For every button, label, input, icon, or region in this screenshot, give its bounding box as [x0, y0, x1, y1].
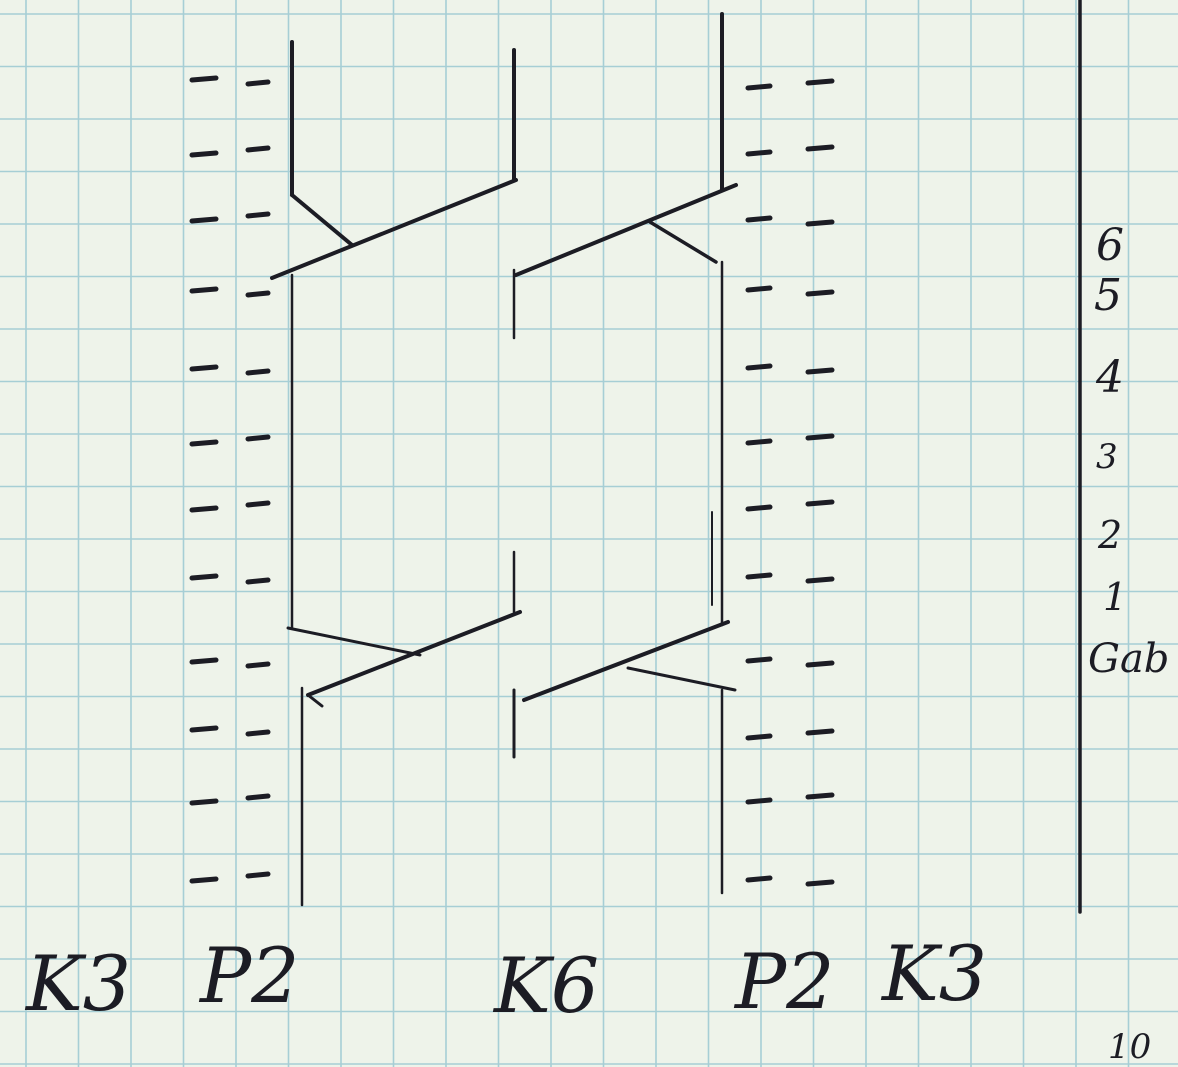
purl-dash — [245, 434, 271, 442]
cable-cross-stroke — [270, 178, 518, 280]
cable-cross-stroke — [522, 620, 730, 702]
purl-dash — [189, 573, 219, 581]
purl-dash — [745, 285, 773, 293]
label-k3-right: K3 — [880, 929, 987, 1018]
purl-dash — [745, 656, 773, 664]
purl-dash — [745, 215, 773, 223]
row-label-1: 1 — [1103, 575, 1127, 619]
purl-dash — [189, 798, 219, 806]
purl-dash — [805, 367, 835, 375]
label-p2-left: P2 — [198, 931, 300, 1020]
row-label-4: 4 — [1095, 352, 1124, 403]
purl-dash — [245, 79, 271, 87]
purl-dash — [245, 211, 271, 219]
purl-dash — [745, 875, 773, 883]
purl-dash — [745, 733, 773, 741]
purl-dash — [245, 368, 271, 376]
cable-chart — [270, 0, 1082, 914]
purl-dash — [245, 500, 271, 508]
label-p2-right: P2 — [733, 937, 835, 1026]
cable-cross-stroke — [648, 220, 718, 264]
purl-dash — [805, 433, 835, 441]
purl-dash — [745, 572, 773, 580]
row-label-2: 2 — [1097, 513, 1122, 557]
purl-dash — [805, 219, 835, 227]
purl-dash — [245, 661, 271, 669]
purl-dash — [245, 871, 271, 879]
purl-dash — [745, 149, 773, 157]
cable-cross-stroke — [306, 693, 324, 708]
label-k3-left: K3 — [24, 939, 131, 1028]
purl-dash — [745, 363, 773, 371]
purl-dash — [245, 290, 271, 298]
purl-dash — [745, 504, 773, 512]
row-label-3: 3 — [1096, 437, 1118, 477]
row-label-5: 5 — [1094, 270, 1122, 321]
purl-dash — [189, 75, 219, 83]
purl-dash — [245, 577, 271, 585]
cable-cross-stroke — [290, 193, 354, 247]
row-label-6: 6 — [1096, 220, 1124, 271]
purl-dash — [189, 364, 219, 372]
purl-dash — [189, 876, 219, 884]
label-k6: K6 — [492, 941, 599, 1030]
purl-dash — [805, 144, 835, 152]
purl-dash — [189, 439, 219, 447]
cable-cross-stroke — [286, 626, 422, 657]
purl-dash — [189, 725, 219, 733]
purl-dash — [189, 286, 219, 294]
purl-dash — [189, 657, 219, 665]
cable-cross-stroke — [306, 610, 522, 697]
purl-dash — [805, 660, 835, 668]
cable-cross-stroke — [514, 183, 738, 277]
purl-dash — [245, 729, 271, 737]
purl-dash — [805, 792, 835, 800]
row-label-gab: Gab — [1088, 636, 1169, 682]
purl-stitch-marks — [189, 75, 835, 887]
purl-dash — [805, 499, 835, 507]
purl-dash — [805, 879, 835, 887]
purl-dash — [745, 438, 773, 446]
purl-dash — [745, 797, 773, 805]
corner-note: 10 — [1108, 1027, 1151, 1067]
purl-dash — [805, 78, 835, 86]
purl-dash — [805, 728, 835, 736]
purl-dash — [189, 150, 219, 158]
purl-dash — [245, 793, 271, 801]
purl-dash — [189, 505, 219, 513]
cable-cross-stroke — [626, 666, 737, 692]
purl-dash — [189, 216, 219, 224]
purl-dash — [805, 289, 835, 297]
purl-dash — [745, 83, 773, 91]
purl-dash — [245, 145, 271, 153]
purl-dash — [805, 576, 835, 584]
